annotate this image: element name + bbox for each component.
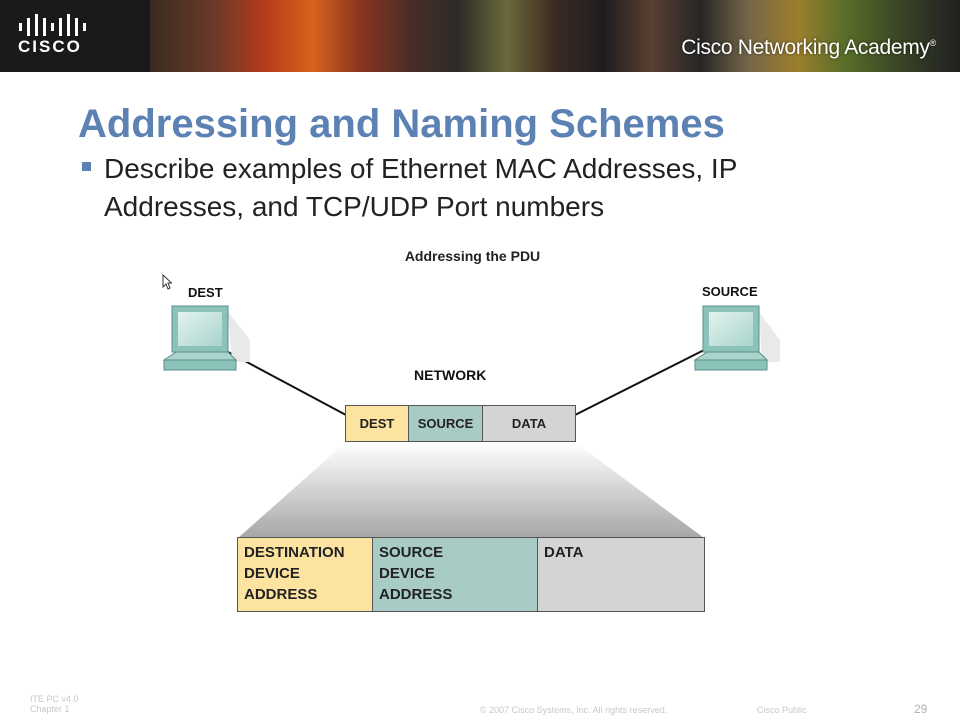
dest-link-line — [227, 351, 347, 416]
source-computer-icon — [693, 305, 780, 371]
expansion-funnel — [238, 443, 704, 538]
dest-line-1: DESTINATION — [244, 544, 345, 561]
pdu-data-text: DATA — [511, 416, 547, 431]
dest-line-2: DEVICE — [244, 565, 300, 582]
cisco-wordmark: CISCO — [18, 37, 82, 56]
copyright-text: © 2007 Cisco Systems, Inc. All rights re… — [480, 705, 668, 715]
source-line-3: ADDRESS — [379, 586, 453, 603]
data-field: DATA — [537, 537, 705, 612]
dest-host-label: DEST — [188, 285, 223, 300]
banner-overlay — [640, 0, 960, 72]
source-device-address-field: SOURCE DEVICE ADDRESS — [372, 537, 538, 612]
dest-line-3: ADDRESS — [244, 586, 318, 603]
slide-title: Addressing and Naming Schemes — [78, 102, 725, 146]
academy-title-text: Cisco Networking Academy — [681, 36, 930, 59]
bullet-square-icon — [82, 162, 91, 171]
cisco-bars-icon — [19, 14, 86, 36]
dest-computer-icon — [162, 305, 250, 371]
pdu-source-field: SOURCE — [408, 405, 483, 442]
course-line-2: Chapter 1 — [30, 704, 70, 714]
source-host-label: SOURCE — [702, 284, 758, 299]
network-label: NETWORK — [414, 367, 487, 383]
source-link-line — [574, 345, 713, 416]
pdu-data-field: DATA — [482, 405, 576, 442]
banner-photo-strip — [150, 0, 960, 72]
pdu-source-text: SOURCE — [417, 416, 474, 431]
page-number: 29 — [914, 702, 928, 716]
academy-title: Cisco Networking Academy® — [681, 36, 936, 60]
header-banner: CISCO Cisco Networking Academy® — [0, 0, 960, 72]
course-info: ITE PC v4.0 Chapter 1 — [30, 694, 79, 714]
classification-text: Cisco Public — [757, 705, 807, 715]
pdu-dest-field: DEST — [345, 405, 409, 442]
data-field-text: DATA — [544, 544, 584, 561]
source-line-1: SOURCE — [379, 544, 444, 561]
diagram-title: Addressing the PDU — [404, 248, 541, 264]
course-line-1: ITE PC v4.0 — [30, 694, 79, 704]
trademark-mark: ® — [929, 38, 937, 48]
bullet-text: Describe examples of Ethernet MAC Addres… — [104, 153, 737, 222]
mouse-cursor-icon — [162, 274, 172, 290]
pdu-dest-text: DEST — [359, 416, 395, 431]
source-line-2: DEVICE — [379, 565, 435, 582]
destination-device-address-field: DESTINATION DEVICE ADDRESS — [237, 537, 373, 612]
cisco-logo: CISCO — [18, 14, 86, 57]
